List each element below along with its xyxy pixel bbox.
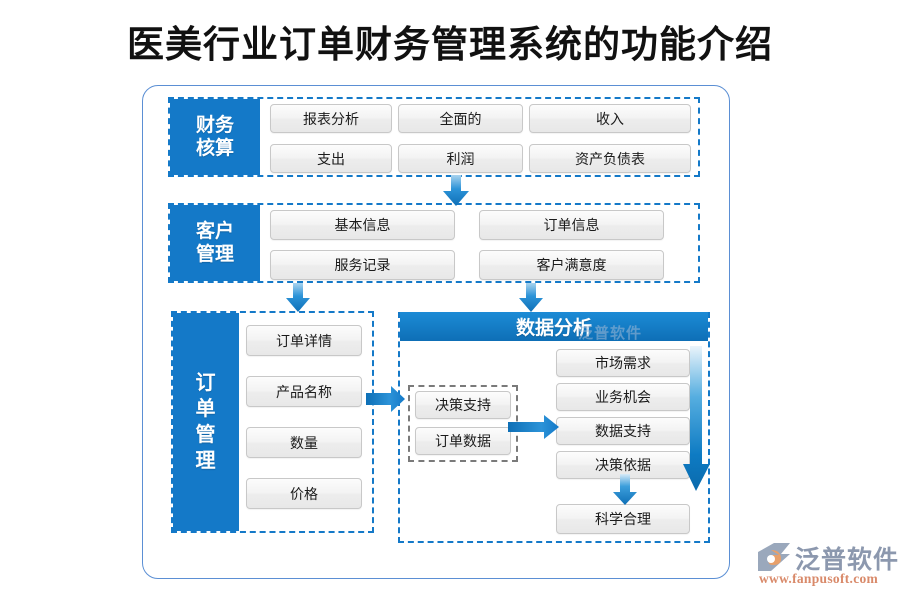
box-customer-1[interactable]: 订单信息 — [479, 210, 664, 240]
box-customer-0[interactable]: 基本信息 — [270, 210, 455, 240]
box-order-2[interactable]: 数量 — [246, 427, 362, 458]
section-order — [171, 311, 374, 533]
finance-label-line1: 财务 — [195, 114, 234, 136]
arrow-right-inputs-to-outputs — [508, 414, 560, 440]
analysis-header: 数据分析 — [400, 312, 708, 341]
logo-brand-name: 泛普软件 — [795, 547, 900, 574]
box-analysis-output-1[interactable]: 业务机会 — [556, 383, 690, 411]
customer-label-line1: 客户 — [195, 220, 234, 242]
arrow-right-order-to-analysis — [366, 385, 406, 413]
arrow-down-customer-to-analysis — [518, 283, 544, 313]
box-analysis-output-0[interactable]: 市场需求 — [556, 349, 690, 377]
brand-logo: 泛普软件 www.fanpusoft.com — [757, 540, 898, 592]
box-order-3[interactable]: 价格 — [246, 478, 362, 509]
box-customer-2[interactable]: 服务记录 — [270, 250, 455, 280]
order-label-char2: 管 — [195, 424, 217, 446]
arrow-down-analysis-flow — [683, 346, 711, 492]
section-customer — [168, 203, 700, 283]
section-finance — [168, 97, 700, 177]
box-finance-0[interactable]: 报表分析 — [270, 104, 392, 133]
box-order-1[interactable]: 产品名称 — [246, 376, 362, 407]
section-label-customer: 客户 管理 — [170, 205, 260, 281]
box-order-0[interactable]: 订单详情 — [246, 325, 362, 356]
box-analysis-output-2[interactable]: 数据支持 — [556, 417, 690, 445]
box-finance-4[interactable]: 利润 — [398, 144, 523, 173]
box-analysis-input-1[interactable]: 订单数据 — [415, 427, 511, 455]
order-label-char1: 单 — [195, 398, 217, 420]
box-analysis-input-0[interactable]: 决策支持 — [415, 391, 511, 419]
box-analysis-result[interactable]: 科学合理 — [556, 504, 690, 534]
section-label-order: 订 单 管 理 — [173, 313, 239, 531]
finance-label-line2: 核算 — [195, 138, 234, 159]
customer-label-line2: 管理 — [195, 244, 234, 265]
box-finance-5[interactable]: 资产负债表 — [529, 144, 691, 173]
arrow-down-finance-to-customer — [442, 175, 470, 207]
box-customer-3[interactable]: 客户满意度 — [479, 250, 664, 280]
box-finance-2[interactable]: 收入 — [529, 104, 691, 133]
page-title: 医美行业订单财务管理系统的功能介绍 — [127, 25, 773, 66]
order-label-char3: 理 — [195, 450, 217, 472]
box-finance-1[interactable]: 全面的 — [398, 104, 523, 133]
fanpu-logo-icon — [758, 543, 790, 571]
arrow-down-to-result — [612, 474, 638, 506]
arrow-down-customer-to-order — [285, 283, 311, 313]
logo-url: www.fanpusoft.com — [759, 571, 879, 586]
section-label-finance: 财务 核算 — [170, 99, 260, 175]
order-label-char0: 订 — [195, 372, 217, 394]
box-finance-3[interactable]: 支出 — [270, 144, 392, 173]
